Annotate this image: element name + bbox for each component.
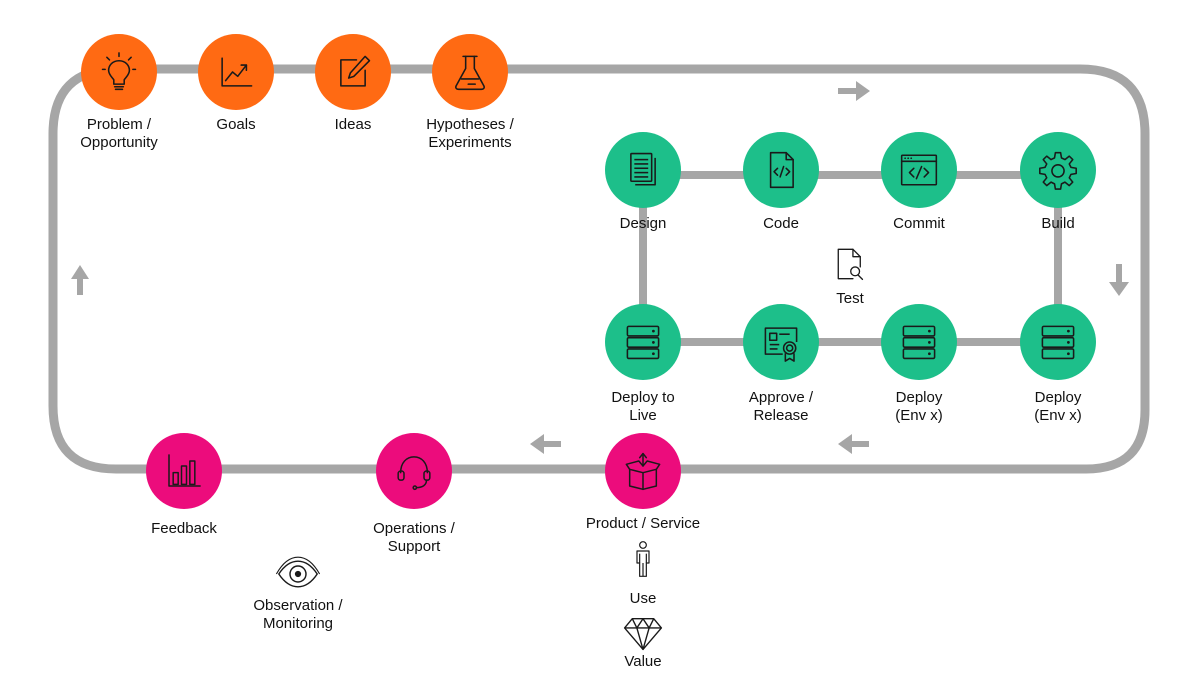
- node-circle: [605, 304, 681, 380]
- node-circle: [605, 433, 681, 509]
- diamond-icon: [623, 618, 663, 651]
- node-label-hypotheses: Hypotheses / Experiments: [426, 116, 514, 151]
- node-label-test: Test: [836, 290, 864, 307]
- node-circle: [146, 433, 222, 509]
- arrow-right-icon: [838, 81, 870, 101]
- node-approve: [743, 304, 819, 380]
- node-label-goals: Goals: [216, 116, 256, 133]
- arrow-left-icon: [838, 434, 869, 454]
- flow-arrows: [71, 81, 1129, 454]
- node-deploy_live: [605, 304, 681, 380]
- node-label-feedback: Feedback: [151, 520, 217, 537]
- node-circle: [605, 132, 681, 208]
- node-label-code: Code: [763, 215, 799, 232]
- node-label-deploy-env-b: Deploy (Env x): [895, 389, 943, 424]
- node-circle: [81, 34, 157, 110]
- node-circle: [1020, 132, 1096, 208]
- arrow-left-icon: [530, 434, 561, 454]
- node-label-commit: Commit: [893, 215, 945, 232]
- node-hypotheses: [432, 34, 508, 110]
- node-label-use: Use: [629, 590, 657, 607]
- node-circle: [743, 132, 819, 208]
- delivery-loop-track: [639, 171, 1062, 346]
- arrow-up-icon: [71, 265, 89, 295]
- node-label-operations: Operations / Support: [373, 520, 455, 555]
- node-label-problem: Problem / Opportunity: [80, 116, 158, 151]
- node-commit: [881, 132, 957, 208]
- node-label-approve: Approve / Release: [748, 389, 814, 424]
- person-icon: [636, 541, 650, 577]
- node-label-build: Build: [1041, 215, 1075, 232]
- node-label-deploy-live: Deploy to Live: [611, 389, 675, 424]
- node-circle: [315, 34, 391, 110]
- node-label-value: Value: [624, 653, 662, 670]
- document-search-icon: [837, 248, 864, 281]
- node-label-deploy-env-a: Deploy (Env x): [1034, 389, 1082, 424]
- node-label-ideas: Ideas: [334, 116, 372, 133]
- node-ideas: [315, 34, 391, 110]
- node-problem: [81, 34, 157, 110]
- node-design: [605, 132, 681, 208]
- node-label-product: Product / Service: [585, 515, 701, 532]
- outer-loop-track: [48, 64, 1150, 474]
- node-circle: [432, 34, 508, 110]
- node-label-design: Design: [619, 215, 667, 232]
- node-code: [743, 132, 819, 208]
- node-circle: [881, 304, 957, 380]
- node-label-observation: Observation / Monitoring: [253, 597, 343, 632]
- eye-icon: [275, 556, 321, 588]
- node-operations: [376, 433, 452, 509]
- node-circle: [881, 132, 957, 208]
- node-circle: [376, 433, 452, 509]
- node-circle: [198, 34, 274, 110]
- node-goals: [198, 34, 274, 110]
- node-circle: [1020, 304, 1096, 380]
- node-build: [1020, 132, 1096, 208]
- node-feedback: [146, 433, 222, 509]
- arrow-down-icon: [1109, 264, 1129, 296]
- node-deploy_env_a: [1020, 304, 1096, 380]
- node-deploy_env_b: [881, 304, 957, 380]
- node-circle: [743, 304, 819, 380]
- node-product: [605, 433, 681, 509]
